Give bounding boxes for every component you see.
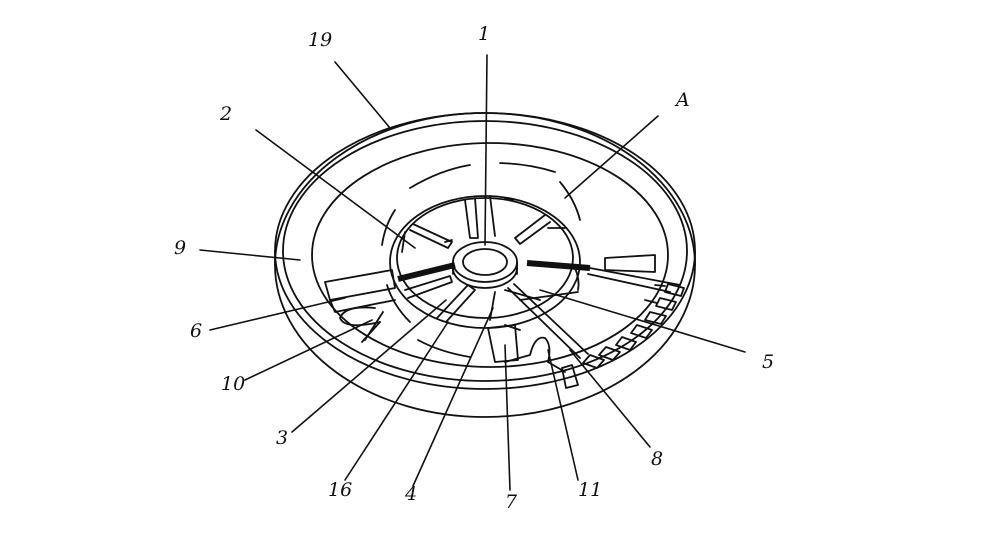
- leader-2: [255, 129, 416, 249]
- label-8: 8: [651, 448, 663, 470]
- label-3: 3: [276, 427, 288, 449]
- leader-16: [344, 321, 449, 481]
- radial-channel: [507, 283, 589, 359]
- leader-6: [209, 297, 346, 331]
- leader-9: [199, 249, 301, 261]
- leader-lines: [199, 54, 746, 491]
- label-A: A: [674, 89, 690, 111]
- edge-chambers: [582, 283, 685, 369]
- label-5: 5: [762, 351, 774, 373]
- leader-3: [291, 299, 447, 433]
- leader-11: [547, 349, 579, 481]
- leader-1: [484, 54, 488, 246]
- label-6: 6: [190, 320, 202, 342]
- right-chamber: [587, 254, 681, 293]
- leader-A: [564, 115, 659, 199]
- label-2: 2: [219, 103, 232, 125]
- label-11: 11: [578, 479, 602, 501]
- disc-body: [274, 112, 696, 418]
- spoke-chambers: [401, 195, 579, 331]
- part-labels: 1 19 2 A 9 6 10 3 16 4 7 11 8 5: [174, 23, 774, 513]
- leader-10: [244, 319, 373, 381]
- label-16: 16: [328, 479, 352, 501]
- label-19: 19: [308, 29, 332, 51]
- label-7: 7: [505, 491, 518, 513]
- label-1: 1: [478, 23, 490, 45]
- outer-arc-segments: [381, 162, 581, 358]
- label-4: 4: [404, 483, 417, 505]
- hub: [452, 241, 518, 289]
- leader-4: [412, 307, 494, 487]
- label-9: 9: [174, 237, 186, 259]
- leader-8: [569, 349, 651, 448]
- thick-channels: [397, 260, 591, 282]
- leader-19: [334, 61, 391, 129]
- leader-5: [539, 289, 746, 353]
- label-10: 10: [221, 373, 245, 395]
- leader-7: [504, 344, 511, 491]
